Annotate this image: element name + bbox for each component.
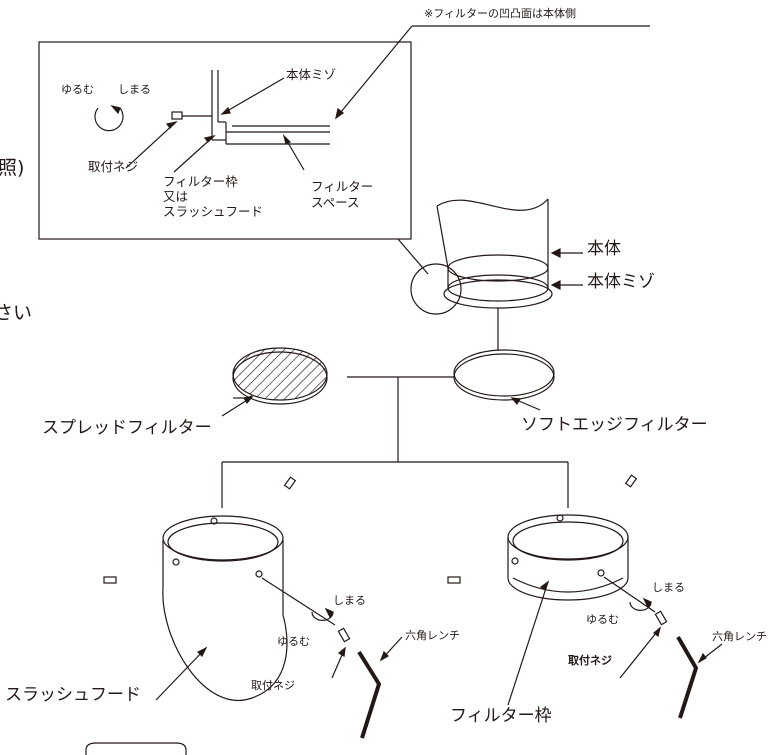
spread-filter-label: スプレッドフィルター — [42, 418, 212, 438]
soft-edge-filter-disc — [453, 349, 555, 411]
right-screw-label: 取付ネジ — [568, 654, 612, 667]
filter-frame-drawing — [507, 514, 629, 706]
body-groove-label: 本体ミゾ — [587, 272, 655, 292]
left-screw-label: 取付ネジ — [251, 679, 295, 692]
right-loosen-label: ゆるむ — [586, 613, 619, 626]
inset-tighten-label: しまる — [118, 83, 151, 96]
header-note: ※フィルターの凹凸面は本体側 — [424, 7, 576, 20]
inset-frame-label-3: スラッシュフード — [163, 204, 264, 219]
detail-callout-circle — [410, 263, 462, 315]
slash-hood-hardware — [103, 476, 403, 739]
inset-frame-label-1: フィルター枠 — [163, 174, 238, 189]
inset-frame-label-2: 又は — [163, 189, 189, 204]
inset-loosen-label: ゆるむ — [61, 83, 94, 96]
inset-screw-label: 取付ネジ — [88, 159, 139, 174]
header-note-leader — [335, 25, 650, 120]
edge-text-top: 照) — [0, 157, 25, 179]
left-tighten-label: しまる — [333, 594, 366, 607]
main-body — [436, 198, 583, 309]
inset-body-groove-label: 本体ミゾ — [286, 67, 337, 82]
inset-section-drawing — [94, 70, 330, 173]
inset-box — [38, 41, 412, 240]
filter-frame-hardware — [447, 474, 723, 719]
left-hex-wrench-label: 六角レンチ — [405, 629, 460, 642]
spread-filter-disc — [232, 347, 328, 405]
filter-frame-label: フィルター枠 — [450, 706, 552, 726]
inset-space-label-2: スペース — [311, 195, 360, 210]
edge-text-mid: さい — [0, 302, 33, 324]
soft-edge-filter-label: ソフトエッジフィルター — [521, 415, 708, 435]
detail-callout-line — [397, 238, 429, 275]
right-tighten-label: しまる — [652, 581, 685, 594]
slash-hood-label: スラッシュフード — [5, 685, 141, 705]
right-hex-wrench-label: 六角レンチ — [712, 630, 767, 643]
inset-space-label-1: フィルター — [311, 179, 374, 194]
partial-badge-outline — [85, 742, 187, 755]
left-loosen-label: ゆるむ — [277, 635, 310, 648]
connection-lines — [221, 376, 569, 508]
slash-hood-drawing — [155, 515, 288, 701]
body-label: 本体 — [587, 239, 621, 259]
